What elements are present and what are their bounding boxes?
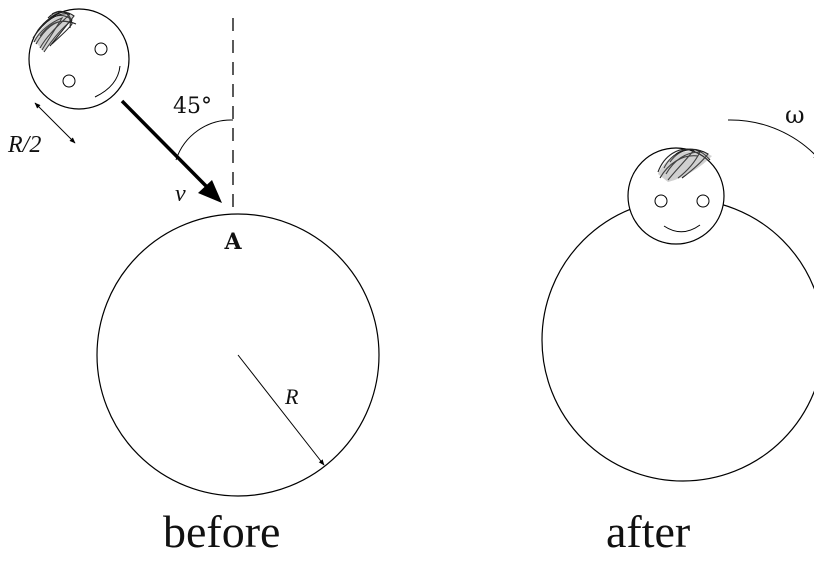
before-panel: R A R/2 xyxy=(7,8,380,557)
after-caption: after xyxy=(606,506,690,557)
head-backdrop xyxy=(628,148,724,244)
after-panel: ω after xyxy=(541,101,814,557)
left-eye xyxy=(62,74,76,88)
head-size-arrow xyxy=(34,102,76,144)
smiley-face-icon xyxy=(28,8,130,110)
before-caption: before xyxy=(163,506,280,557)
velocity-arrow-shaft xyxy=(120,99,210,190)
velocity-label: v xyxy=(175,181,186,207)
large-disk xyxy=(96,213,380,497)
mouth xyxy=(94,65,121,98)
left-eye-after xyxy=(654,194,668,208)
radius-label: R xyxy=(284,384,299,409)
head-circle-after xyxy=(627,147,725,245)
point-a-label: A xyxy=(223,229,242,255)
head-circle xyxy=(28,8,130,110)
mouth-after xyxy=(663,224,701,233)
smiley-face-after-icon xyxy=(627,147,725,245)
radius-arrow xyxy=(237,354,325,466)
head-size-label: R/2 xyxy=(7,132,41,158)
velocity-arrow-head xyxy=(198,180,222,203)
hair-scribble-icon xyxy=(32,10,77,53)
right-eye-after xyxy=(696,194,710,208)
right-eye xyxy=(94,42,108,56)
angular-velocity-arc xyxy=(727,119,814,160)
hair-scribble-after-icon xyxy=(657,148,712,182)
angular-velocity-label: ω xyxy=(785,101,805,129)
angle-arc xyxy=(175,119,234,161)
angle-label: 45° xyxy=(173,94,212,119)
